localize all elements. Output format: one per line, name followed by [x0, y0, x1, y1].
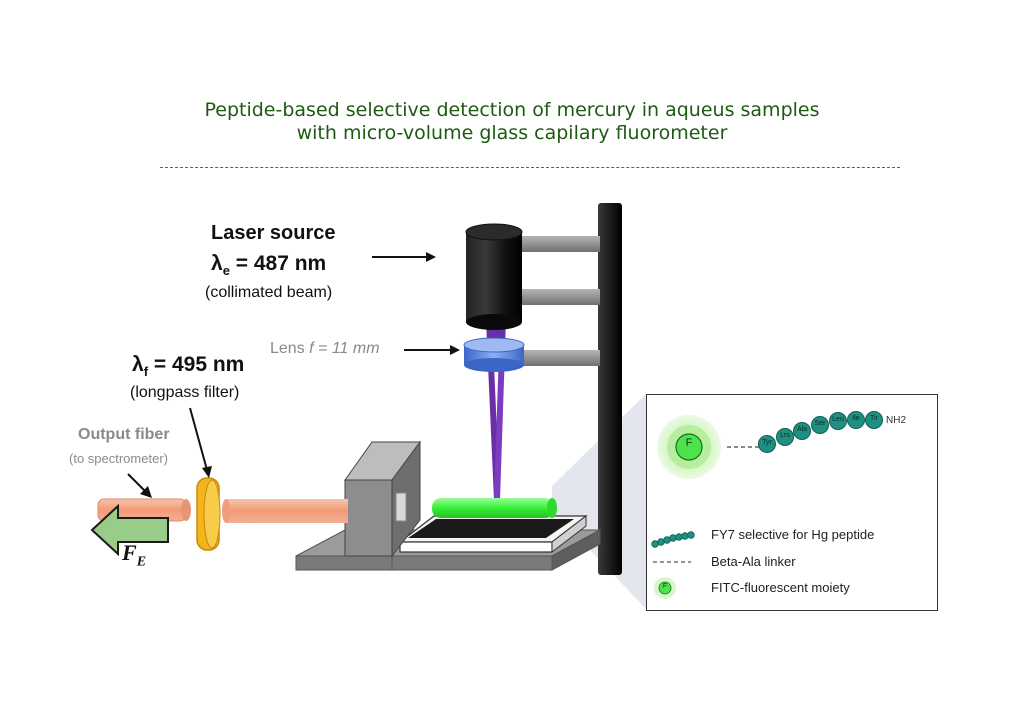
laser-note-label: (collimated beam)	[205, 284, 333, 301]
molecule-inset: F Tyr Lrs Ala Ser Leu Ile Tir NH2 F FY7 select…	[646, 394, 938, 611]
peptide-residue-label: Ile	[852, 415, 860, 422]
filter-wavelength-label: λf = 495 nm	[132, 353, 245, 380]
peptide-residue-bead	[776, 428, 794, 446]
peptide-residue-label: Tir	[870, 415, 878, 422]
peptide-residue-bead	[829, 412, 847, 430]
fe-label: FE	[122, 540, 147, 570]
nh2-label: NH2	[886, 415, 907, 426]
peptide-residue-label: Leu	[832, 416, 844, 423]
glass-capillary	[432, 498, 554, 518]
sample-holder	[399, 541, 553, 553]
lens-arm	[520, 350, 600, 366]
laser-wavelength-label: λe = 487 nm	[211, 252, 327, 279]
molecule-drawing	[651, 411, 883, 599]
filter-arrow	[189, 407, 208, 471]
legend-peptide-icon	[651, 531, 695, 548]
legend-fitc-icon	[654, 577, 676, 599]
title-separator	[160, 167, 900, 168]
peptide-residue-bead	[758, 435, 776, 453]
title-line-1: Peptide-based selective detection of mer…	[204, 99, 820, 121]
lens-label: Lens f = 11 mm	[270, 340, 380, 357]
filter-note-label: (longpass filter)	[130, 384, 240, 401]
peptide-residue-bead	[793, 422, 811, 440]
peptide-residue-bead	[865, 411, 883, 429]
fitc-core	[675, 433, 703, 461]
laser-source-body	[466, 232, 522, 322]
peptide-chain	[758, 411, 883, 453]
base-plate	[295, 555, 553, 571]
title-line-2: with micro-volume glass capilary fluorom…	[296, 122, 728, 144]
legend-fitc-letter: F	[662, 583, 668, 590]
peptide-residue-bead	[847, 411, 865, 429]
peptide-residue-label: Lrs	[780, 432, 790, 439]
peptide-residue-label: Tyr	[762, 439, 772, 446]
upper-arm	[520, 236, 600, 252]
output-fiber-note: (to spectrometer)	[69, 451, 168, 466]
peptide-residue-label: Ala	[796, 426, 808, 433]
stand-pole	[598, 203, 622, 575]
output-arrow	[90, 503, 169, 557]
peptide-residue-label: Ser	[814, 420, 826, 427]
legend-peptide-text: FY7 selective for Hg peptide	[711, 527, 875, 542]
fitc-letter: F	[685, 437, 693, 449]
legend-linker-text: Beta-Ala linker	[711, 554, 796, 569]
fiber-light-path	[226, 499, 348, 523]
fiber-arrow	[127, 473, 147, 493]
output-fiber-label: Output fiber	[78, 426, 170, 443]
middle-arm	[520, 289, 600, 305]
detector-housing	[344, 479, 393, 557]
legend-fitc-text: FITC-fluorescent moiety	[711, 580, 850, 595]
laser-source-label: Laser source	[211, 222, 336, 244]
peptide-residue-bead	[811, 416, 829, 434]
